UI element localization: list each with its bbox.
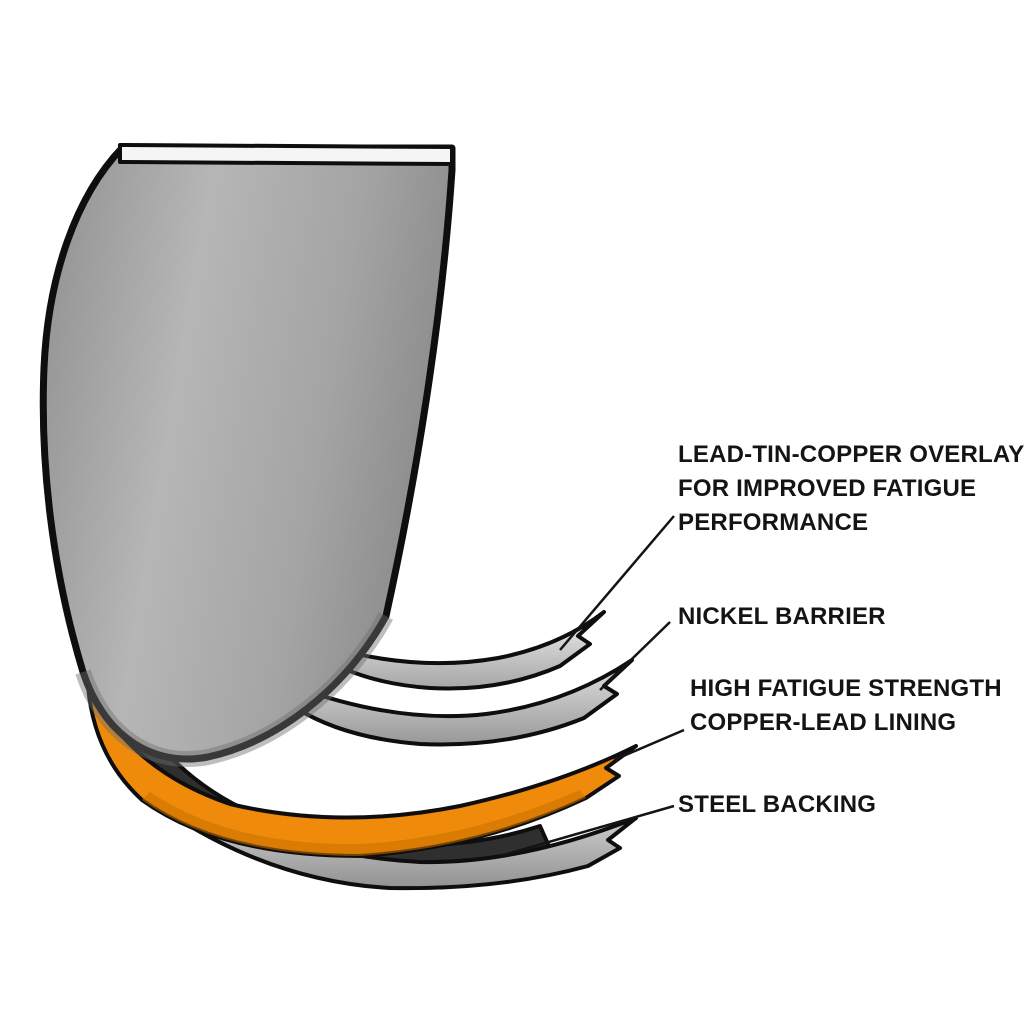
label-overlay: LEAD-TIN-COPPER OVERLAY FOR IMPROVED FAT… [678,438,1024,540]
lining-shading [142,790,586,856]
label-nickel-barrier: NICKEL BARRIER [678,600,886,634]
shell-body [39,144,456,763]
leader-line-steel [499,804,675,858]
label-steel-line1: STEEL BACKING [678,791,877,818]
label-overlay-line2: FOR IMPROVED FATIGUE [678,475,977,502]
leader-line-lining [613,728,685,762]
label-overlay-line1: LEAD-TIN-COPPER OVERLAY [678,441,1024,468]
label-overlay-line3: PERFORMANCE [678,509,869,536]
label-nickel-line1: NICKEL BARRIER [678,603,886,630]
shell-inner-shadow [75,612,393,767]
layer-overlay [328,610,606,691]
label-steel-backing: STEEL BACKING [678,788,876,822]
label-copper-lead-lining: HIGH FATIGUE STRENGTH COPPER-LEAD LINING [690,672,1002,740]
leader-line-nickel [599,621,671,691]
label-lining-line1: HIGH FATIGUE STRENGTH [690,675,1002,702]
shell-top-highlight [118,143,454,166]
label-lining-line2: COPPER-LEAD LINING [690,709,957,736]
leader-line-overlay [559,515,675,651]
